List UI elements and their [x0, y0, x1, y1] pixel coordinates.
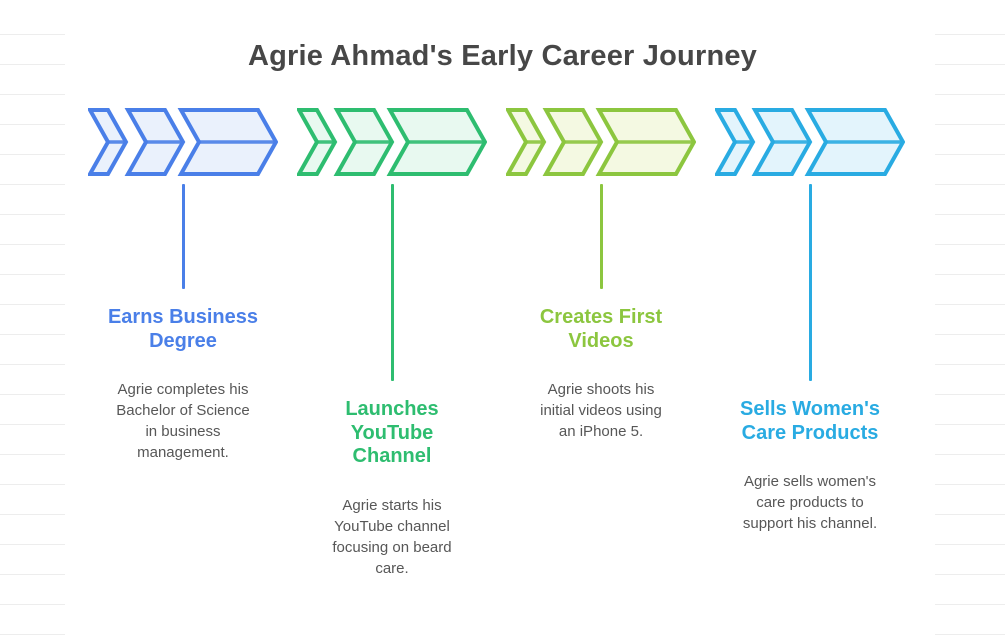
connector-line [181, 184, 185, 289]
milestone-description: Agrie starts his YouTube channel focusin… [332, 496, 452, 577]
milestone-sells-womens-care-products: Sells Women's Care Products Agrie sells … [710, 107, 910, 534]
milestone-description: Agrie shoots his initial videos using an… [540, 381, 662, 440]
milestone-launches-youtube-channel: Launches YouTube Channel Agrie starts hi… [292, 107, 492, 579]
background-ruling-right [935, 0, 1005, 644]
milestone-description: Agrie sells women's care products to sup… [742, 473, 878, 532]
connector-line [390, 184, 394, 381]
connector-line [808, 184, 812, 381]
milestone-creates-first-videos: Creates First Videos Agrie shoots his in… [501, 107, 701, 442]
milestone-earns-business-degree: Earns Business Degree Agrie completes hi… [83, 107, 283, 463]
triple-chevron-right-icon [88, 108, 278, 176]
milestone-title: Launches YouTube Channel [345, 398, 439, 467]
milestone-title: Earns Business Degree [107, 306, 259, 352]
triple-chevron-right-icon [506, 108, 696, 176]
milestone-title: Sells Women's Care Products [740, 398, 880, 444]
page-title: Agrie Ahmad's Early Career Journey [247, 40, 758, 72]
milestone-title: Creates First Videos [539, 306, 663, 352]
triple-chevron-right-icon [297, 108, 487, 176]
connector-line [599, 184, 603, 289]
triple-chevron-right-icon [715, 108, 905, 176]
milestone-description: Agrie completes his Bachelor of Science … [116, 381, 250, 461]
background-ruling-left [0, 0, 65, 644]
